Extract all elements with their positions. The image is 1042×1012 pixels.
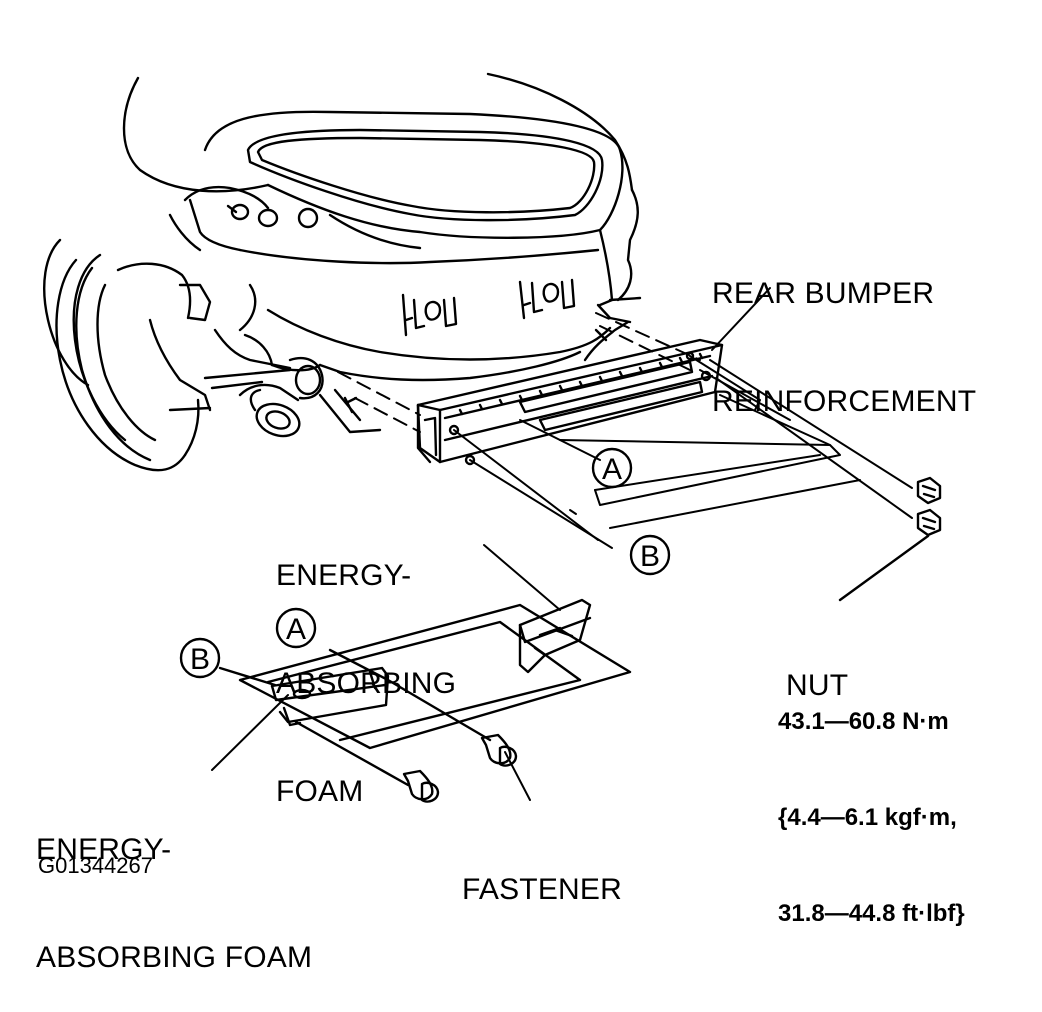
label-nut: NUT bbox=[786, 669, 849, 702]
label-rear-bumper-reinforcement: REAR BUMPER REINFORCEMENT bbox=[712, 277, 977, 418]
rear-bumper-diagram: A B A B REAR BUMPER REINFORCEMENT ENERGY… bbox=[36, 72, 977, 974]
callout-circles bbox=[179, 447, 671, 679]
diagram-artwork: A B A B bbox=[43, 72, 942, 803]
label-energy-absorbing-foam-lower: ENERGY- ABSORBING FOAM bbox=[36, 833, 313, 974]
nut-icons bbox=[838, 476, 942, 602]
callout-b-lower: B bbox=[190, 643, 210, 676]
callout-b-circle-lower bbox=[179, 637, 221, 679]
callout-a-upper: A bbox=[602, 453, 622, 486]
car-rear-body bbox=[43, 72, 642, 472]
callout-letters: A B A B bbox=[190, 453, 660, 676]
callout-a-circle-upper bbox=[591, 447, 633, 489]
callout-b-circle-upper bbox=[629, 534, 671, 576]
foam-installation-detail bbox=[218, 598, 632, 803]
callout-b-upper: B bbox=[640, 540, 660, 573]
figure-id: G01344267 bbox=[38, 853, 153, 878]
stud-projection-lines bbox=[453, 355, 913, 549]
callout-a-circle-lower bbox=[275, 607, 317, 649]
label-fastener: FASTENER bbox=[462, 873, 622, 906]
torque-spec: 43.1—60.8 N·m {4.4—6.1 kgf·m, 31.8—44.8 … bbox=[778, 708, 965, 927]
callout-a-lower: A bbox=[286, 613, 306, 646]
label-energy-absorbing-foam-upper: ENERGY- ABSORBING FOAM bbox=[276, 559, 457, 808]
rear-bumper-reinforcement bbox=[416, 338, 724, 466]
alignment-dashed-lines bbox=[337, 312, 701, 433]
